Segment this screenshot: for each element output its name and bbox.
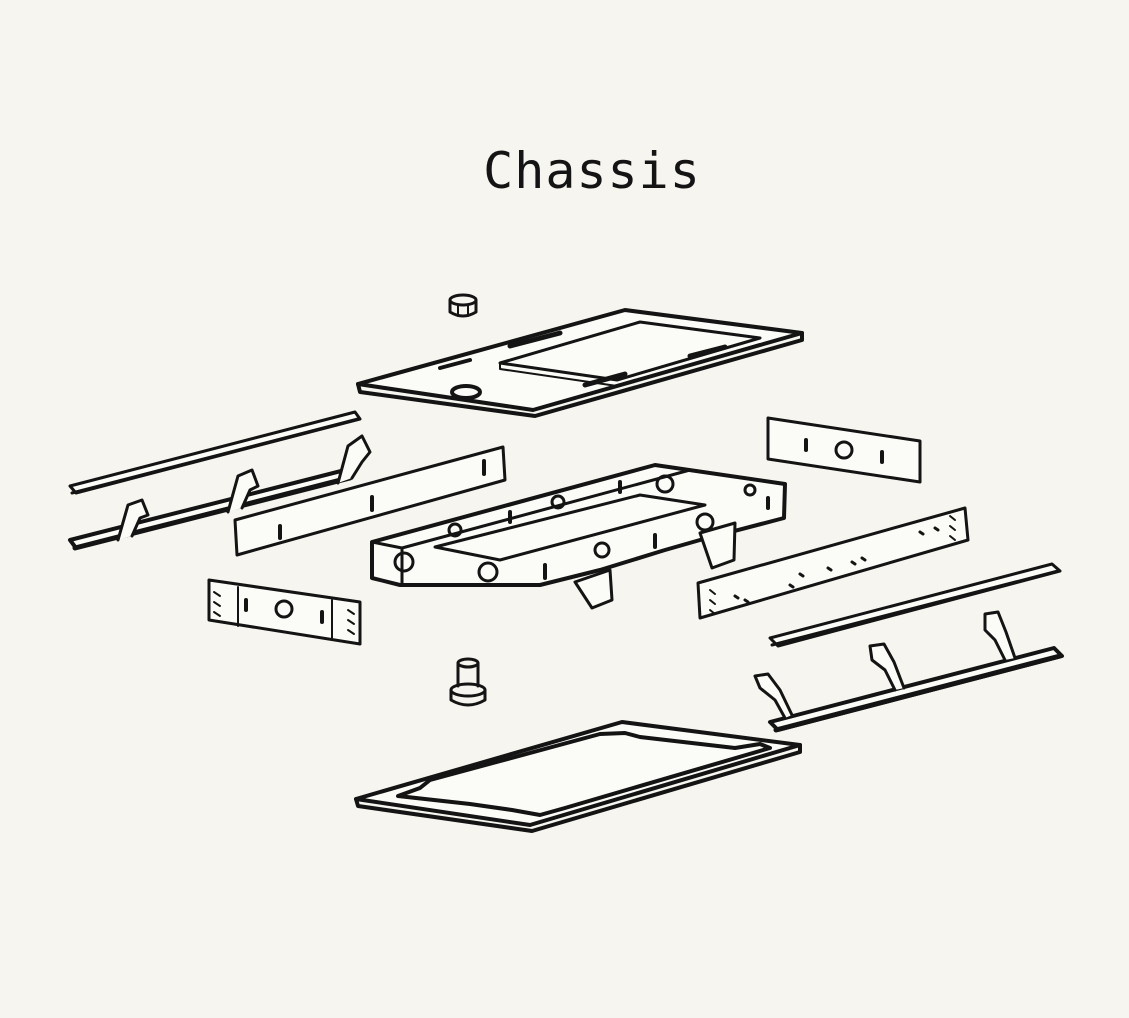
left-skid-rail	[68, 410, 362, 495]
diagram-title: Chassis	[483, 142, 701, 200]
right-bracket-rail	[753, 610, 1064, 733]
nut	[448, 293, 478, 318]
bolt	[449, 657, 487, 707]
left-bracket-rail	[68, 434, 372, 551]
top-cover-plate	[356, 308, 804, 418]
left-side-plate	[233, 445, 507, 557]
right-side-plate	[696, 506, 970, 620]
bottom-base-plate	[354, 720, 802, 833]
main-frame	[370, 463, 787, 610]
right-skid-rail	[768, 562, 1062, 648]
front-end-plate	[207, 578, 362, 646]
rear-end-plate	[766, 416, 922, 484]
